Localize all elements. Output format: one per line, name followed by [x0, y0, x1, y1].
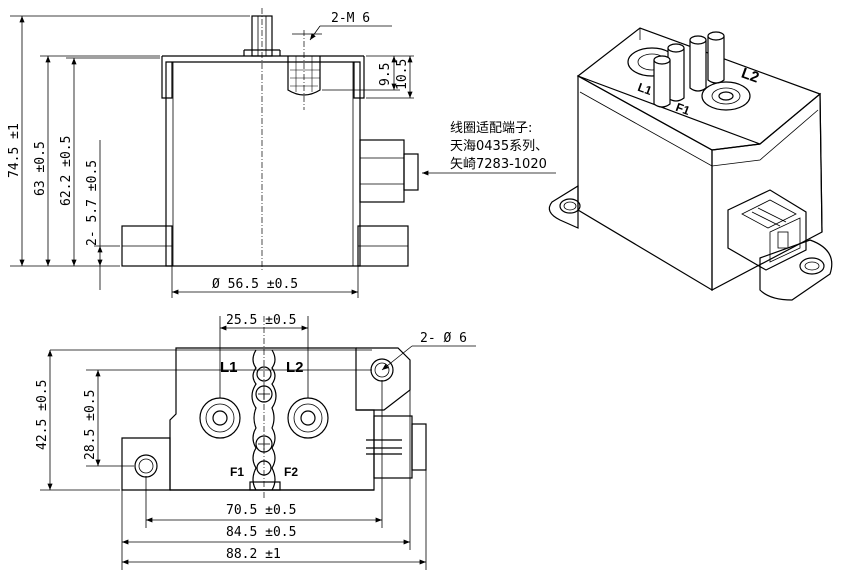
top-connector [373, 415, 413, 479]
iso-label-l1: L1 [636, 80, 654, 98]
threaded-insert [287, 56, 321, 96]
dim-70-5: 70.5 ±0.5 [226, 503, 296, 518]
dim-5-7: 2- 5.7 ±0.5 [85, 160, 100, 246]
dim-88-2: 88.2 ±1 [226, 547, 281, 562]
isometric-view: L2 L1 F1 [548, 27, 833, 301]
label-l2: L2 [286, 359, 304, 376]
dim-28-5: 28.5 ±0.5 [83, 390, 98, 460]
iso-label-l2: L2 [739, 65, 761, 87]
note-line-2: 天海0435系列、 [450, 139, 548, 154]
label-f1: F1 [230, 465, 244, 479]
mount-hole-left [134, 454, 158, 478]
dim-62-2: 62.2 ±0.5 [59, 136, 74, 206]
top-view: L1 L2 F1 F2 25.5 ±0.5 2- Ø 6 42.5 ±0.5 2… [35, 313, 476, 570]
relay-body [165, 61, 361, 267]
note-line-3: 矢崎7283-1020 [450, 157, 547, 172]
dim-63: 63 ±0.5 [33, 141, 48, 196]
label-f2: F2 [284, 465, 298, 479]
dim-84-5: 84.5 ±0.5 [226, 525, 296, 540]
label-l1: L1 [220, 359, 238, 376]
top-right-ear [356, 347, 411, 411]
iso-label-f: F1 [674, 100, 692, 118]
coil-terminal-note: 线圈适配端子: 天海0435系列、 矢崎7283-1020 [422, 121, 556, 176]
iso-front-face [577, 74, 713, 292]
dim-10-5: 10.5 [395, 59, 410, 90]
thread-label: 2-M 6 [331, 11, 370, 26]
dim-74-5: 74.5 ±1 [7, 123, 22, 178]
coil-connector [359, 139, 405, 203]
dim-25-5: 25.5 ±0.5 [226, 313, 296, 328]
dim-42-5: 42.5 ±0.5 [35, 380, 50, 450]
note-line-1: 线圈适配端子: [450, 121, 532, 136]
dim-hole: 2- Ø 6 [420, 331, 467, 346]
iso-right-flange [759, 239, 833, 301]
dim-56-5: Ø 56.5 ±0.5 [212, 277, 298, 292]
iso-left-flange [548, 184, 579, 229]
dim-9-5: 9.5 [378, 63, 393, 86]
iso-connector [727, 189, 807, 271]
front-view: 2-M 6 9.5 10.5 74.5 ±1 63 ±0.5 62.2 ±0.5… [7, 8, 419, 298]
iso-terminal-pad-2 [701, 81, 751, 111]
